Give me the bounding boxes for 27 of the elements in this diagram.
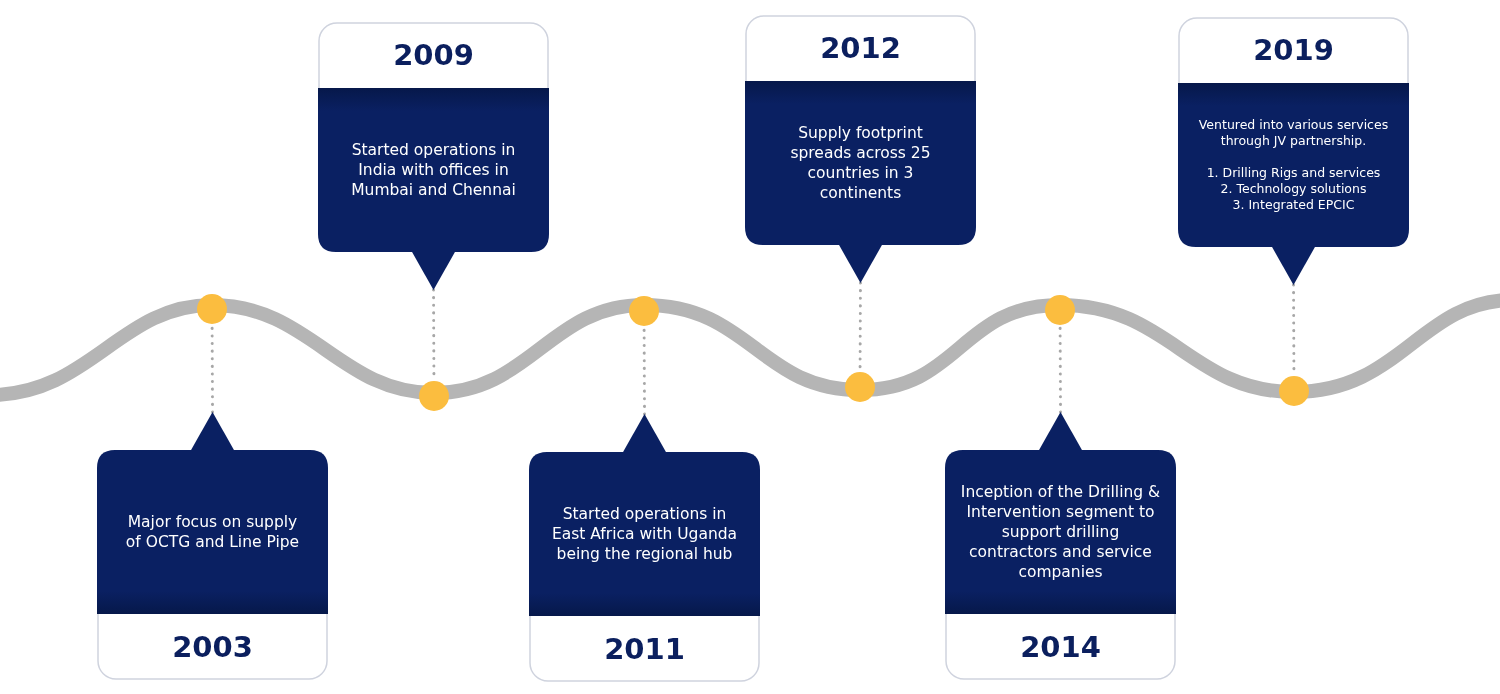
year-label: 2009: [393, 38, 474, 72]
description-text: Ventured into various services through JV partnership.: [1197, 117, 1390, 149]
milestone-dot: [419, 381, 449, 411]
year-label: 2012: [820, 31, 901, 65]
description-text: 3. Integrated EPCIC: [1232, 197, 1355, 213]
description-text: 1. Drilling Rigs and services: [1206, 165, 1381, 181]
callout-card: [1178, 17, 1409, 285]
year-label: 2019: [1253, 33, 1334, 67]
description-text: Started operations in India with offices in Mumbai and Chennai: [350, 140, 517, 200]
callout-card: [529, 414, 760, 682]
milestone-dot: [629, 296, 659, 326]
description-text: Supply footprint spreads across 25 countries in 3 continents: [789, 123, 932, 203]
year-label: 2011: [604, 632, 685, 666]
description-text: Started operations in East Africa with Uganda being the regional hub: [551, 504, 738, 564]
milestone-dot: [1045, 295, 1075, 325]
callout-card: [97, 412, 328, 680]
milestone-dot: [1279, 376, 1309, 406]
callout-card: [318, 22, 549, 290]
milestone-dot: [197, 294, 227, 324]
milestone-dot: [845, 372, 875, 402]
callout-card: [945, 412, 1176, 680]
callout-card: [745, 15, 976, 283]
description-text: Major focus on supply of OCTG and Line Pipe: [124, 512, 301, 552]
year-label: 2003: [172, 630, 253, 664]
description-text: 2. Technology solutions: [1220, 181, 1367, 197]
description-text: Inception of the Drilling & Intervention segment to support drilling contractors and service companies: [959, 482, 1162, 582]
year-label: 2014: [1020, 630, 1101, 664]
